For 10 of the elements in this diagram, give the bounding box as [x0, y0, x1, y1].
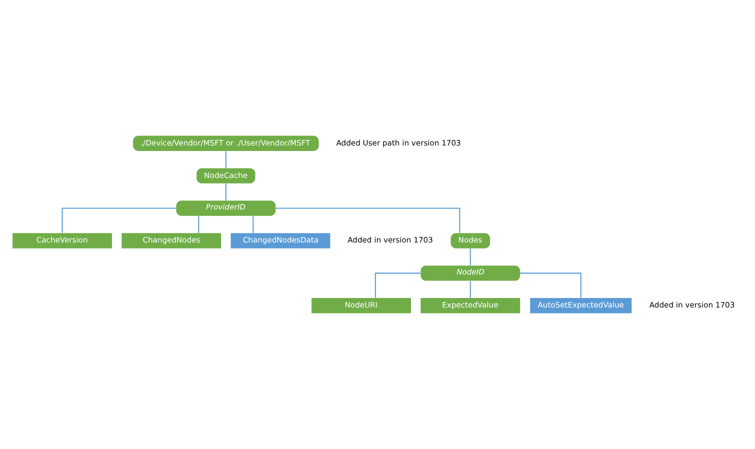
connector	[252, 216, 254, 233]
connector	[225, 184, 226, 200]
connector	[520, 272, 582, 298]
connector	[470, 281, 471, 298]
connector	[62, 208, 176, 233]
connector	[276, 208, 460, 233]
connector	[470, 248, 471, 266]
connector	[198, 216, 200, 233]
connector	[225, 151, 226, 168]
connector	[374, 272, 420, 298]
